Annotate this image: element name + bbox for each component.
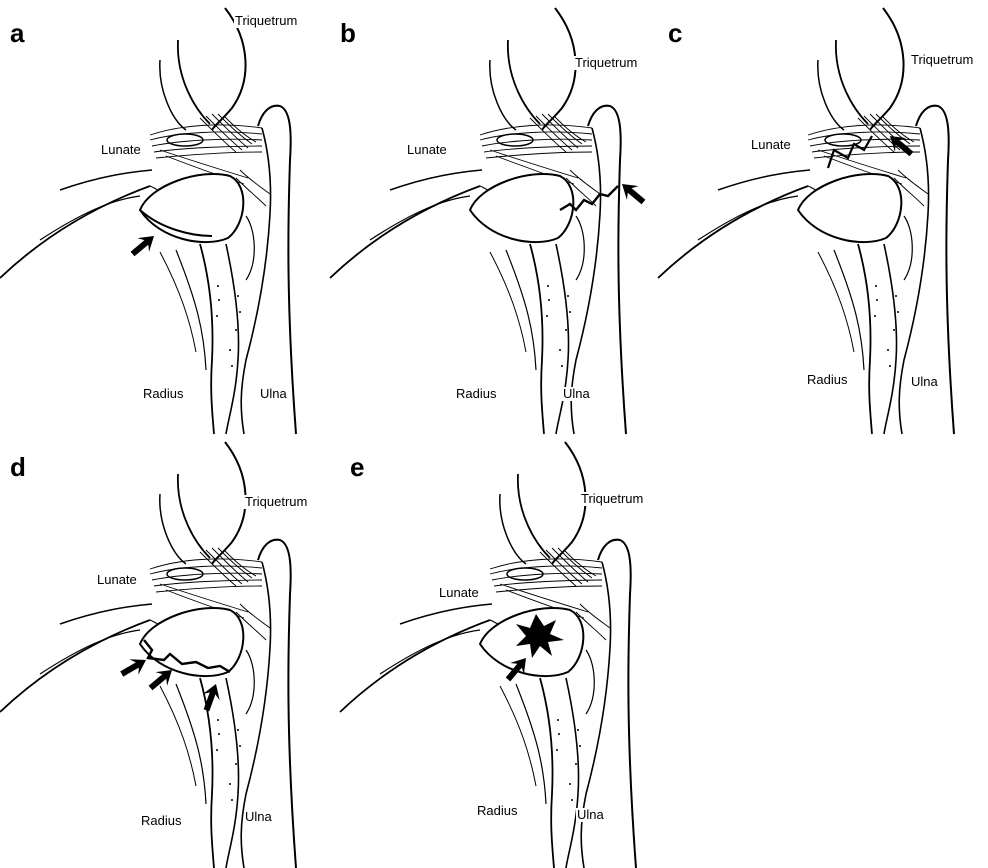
- label-lunate: Lunate: [438, 586, 480, 600]
- label-ulna: Ulna: [259, 387, 288, 401]
- label-ulna: Ulna: [244, 810, 273, 824]
- panel-c: c Triquetrum Lunate Radius Ulna: [658, 0, 988, 434]
- label-triquetrum: Triquetrum: [910, 53, 974, 67]
- arrow-marker-c: [884, 129, 917, 161]
- wrist-illustration-a: [0, 0, 330, 434]
- label-ulna: Ulna: [576, 808, 605, 822]
- label-radius: Radius: [806, 373, 848, 387]
- panel-letter: a: [10, 18, 24, 49]
- panel-letter: c: [668, 18, 682, 49]
- label-lunate: Lunate: [750, 138, 792, 152]
- arrow-marker-a: [127, 229, 160, 261]
- panel-b: b Triquetrum Lunate Radius Ulna: [330, 0, 660, 434]
- arrow-marker-b: [616, 177, 649, 209]
- panel-letter: e: [350, 452, 364, 483]
- panel-e: e Triquetrum Lunate Radius Ulna: [340, 434, 670, 868]
- panel-a: a Triquetrum Lunate Radius Ulna: [0, 0, 330, 434]
- label-radius: Radius: [455, 387, 497, 401]
- arrow-marker-d1: [117, 652, 150, 682]
- panel-letter: d: [10, 452, 26, 483]
- panel-d: d Triquetrum Lunate Radius Ulna: [0, 434, 330, 868]
- panel-letter: b: [340, 18, 356, 49]
- label-radius: Radius: [140, 814, 182, 828]
- label-lunate: Lunate: [96, 573, 138, 587]
- label-triquetrum: Triquetrum: [234, 14, 298, 28]
- label-radius: Radius: [476, 804, 518, 818]
- label-triquetrum: Triquetrum: [580, 492, 644, 506]
- label-lunate: Lunate: [406, 143, 448, 157]
- label-triquetrum: Triquetrum: [244, 495, 308, 509]
- label-lunate: Lunate: [100, 143, 142, 157]
- label-triquetrum: Triquetrum: [574, 56, 638, 70]
- label-ulna: Ulna: [910, 375, 939, 389]
- label-radius: Radius: [142, 387, 184, 401]
- label-ulna: Ulna: [562, 387, 591, 401]
